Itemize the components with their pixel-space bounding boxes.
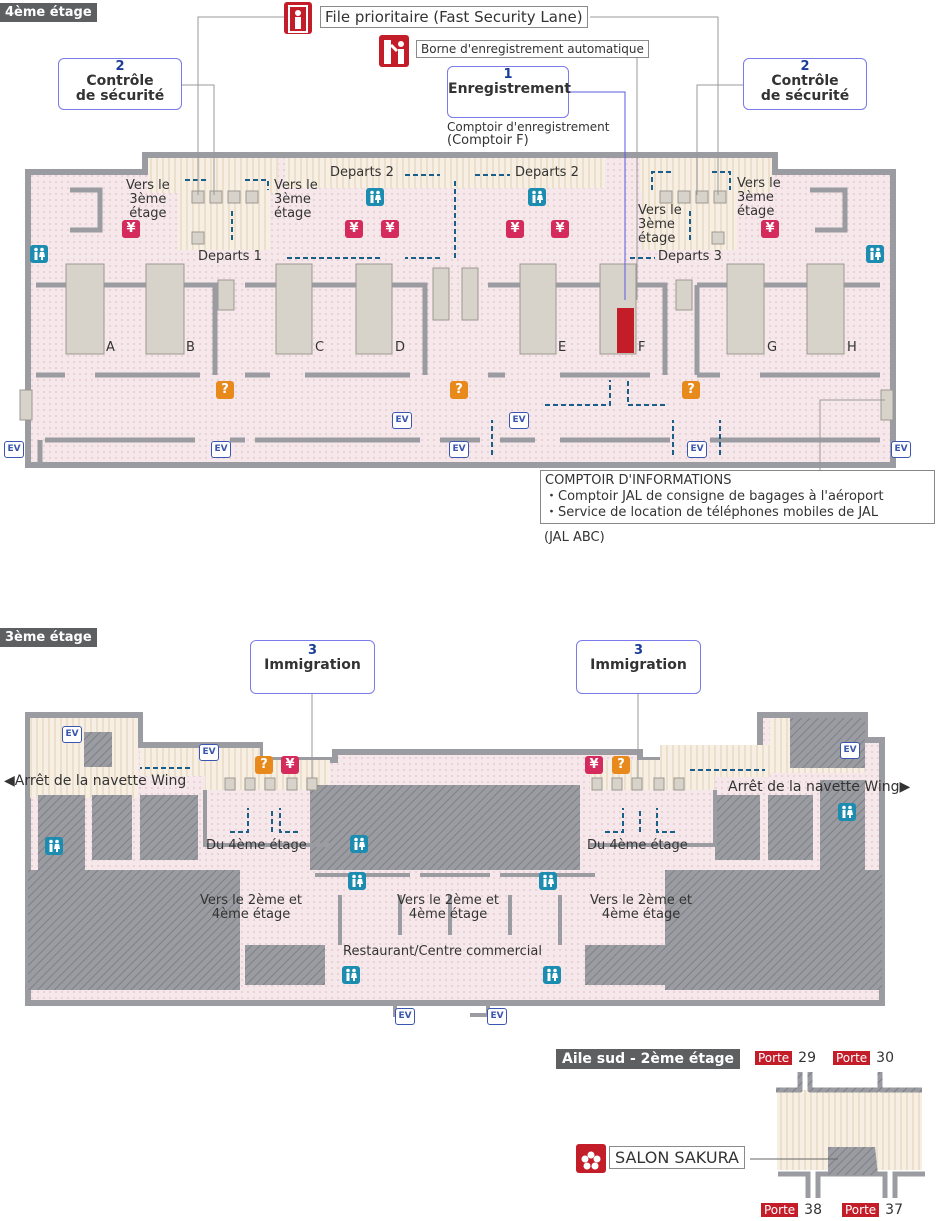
elevator-icon: EV (62, 726, 82, 743)
checkin-box: 1 Enregistrement (447, 66, 571, 118)
counter-a: A (106, 340, 115, 355)
floor3-plan (25, 690, 885, 1017)
currency-exchange-icon: ¥ (761, 220, 779, 238)
information-icon: ? (682, 381, 700, 399)
elevator-icon: EV (449, 441, 469, 458)
toilet-icon (342, 966, 360, 984)
counter-e: E (558, 340, 567, 355)
information-icon: ? (216, 381, 234, 399)
south-wing-plan (750, 1072, 925, 1198)
currency-exchange-icon: ¥ (506, 220, 524, 238)
toilet-icon (866, 245, 884, 263)
security-box-left: 2 Contrôle de sécurité (58, 58, 182, 110)
currency-exchange-icon: ¥ (551, 220, 569, 238)
fast-security-lane-icon (284, 2, 312, 34)
immigration-box-right: 3 Immigration (576, 640, 701, 694)
information-icon: ? (450, 381, 468, 399)
elevator-icon: EV (211, 441, 231, 458)
departs-2-right: Departs 2 (515, 165, 579, 180)
info-item: ・Service de location de téléphones mobil… (545, 505, 879, 520)
elevator-icon: EV (840, 742, 860, 759)
fast-lane-callout: File prioritaire (Fast Security Lane) (320, 6, 588, 28)
info-counter-box: COMPTOIR D'INFORMATIONS ・Comptoir JAL de… (540, 470, 935, 524)
toilet-icon (30, 245, 48, 263)
wing-shuttle-left: ◀Arrêt de la navette Wing (4, 773, 187, 789)
counter-f: F (638, 340, 646, 355)
south-wing-badge: Aile sud - 2ème étage (556, 1049, 741, 1069)
toilet-icon (539, 872, 557, 890)
elevator-icon: EV (4, 441, 24, 458)
currency-exchange-icon: ¥ (381, 220, 399, 238)
checkin-title: Enregistrement (448, 81, 571, 97)
arrow-right-icon: ▶ (899, 779, 911, 795)
checkin-step-number: 1 (503, 67, 513, 82)
info-note: (JAL ABC) (544, 530, 605, 545)
elevator-icon: EV (392, 412, 412, 429)
departs-2-left: Departs 2 (330, 165, 394, 180)
restaurant-shopping-label: Restaurant/Centre commercial (343, 944, 542, 959)
counter-g: G (767, 340, 778, 355)
counter-c: C (315, 340, 325, 355)
toilet-icon (543, 966, 561, 984)
information-icon: ? (612, 756, 630, 774)
info-title: COMPTOIR D'INFORMATIONS (545, 473, 732, 488)
counter-h: H (847, 340, 857, 355)
toilet-icon (348, 872, 366, 890)
counter-b: B (186, 340, 195, 355)
kiosk-callout: Borne d'enregistrement automatique (416, 40, 649, 58)
toilet-icon (838, 803, 856, 821)
security-box-right: 2 Contrôle de sécurité (743, 58, 867, 110)
from-4th-floor-right: Du 4ème étage (587, 838, 688, 853)
arrow-left-icon: ◀ (4, 773, 15, 789)
checkin-counter-label: Comptoir d'enregistrement(Comptoir F) (447, 120, 610, 148)
floor4-plan (19, 16, 896, 470)
from-4th-floor-left: Du 4ème étage (206, 838, 307, 853)
toilet-icon (528, 188, 546, 206)
currency-exchange-icon: ¥ (345, 220, 363, 238)
toilet-icon (45, 837, 63, 855)
departs-1: Departs 1 (198, 249, 262, 264)
elevator-icon: EV (487, 1008, 507, 1025)
wing-shuttle-right: Arrêt de la navette Wing▶ (728, 779, 911, 795)
currency-exchange-icon: ¥ (585, 756, 603, 774)
floor3-badge: 3ème étage (0, 628, 97, 647)
toilet-icon (366, 188, 384, 206)
floor4-badge: 4ème étage (0, 3, 97, 22)
elevator-icon: EV (891, 441, 911, 458)
salon-sakura-callout: SALON SAKURA (609, 1146, 745, 1169)
elevator-icon: EV (395, 1008, 415, 1025)
toilet-icon (350, 835, 368, 853)
elevator-icon: EV (509, 412, 529, 429)
departs-3: Departs 3 (658, 249, 722, 264)
immigration-box-left: 3 Immigration (250, 640, 375, 694)
currency-exchange-icon: ¥ (122, 220, 140, 238)
information-icon: ? (255, 756, 273, 774)
info-item: ・Comptoir JAL de consigne de bagages à l… (545, 489, 884, 504)
sakura-lounge-logo-icon (576, 1144, 606, 1173)
currency-exchange-icon: ¥ (281, 756, 299, 774)
checkin-kiosk-icon (379, 35, 409, 67)
counter-d: D (395, 340, 406, 355)
elevator-icon: EV (687, 441, 707, 458)
elevator-icon: EV (199, 744, 219, 761)
